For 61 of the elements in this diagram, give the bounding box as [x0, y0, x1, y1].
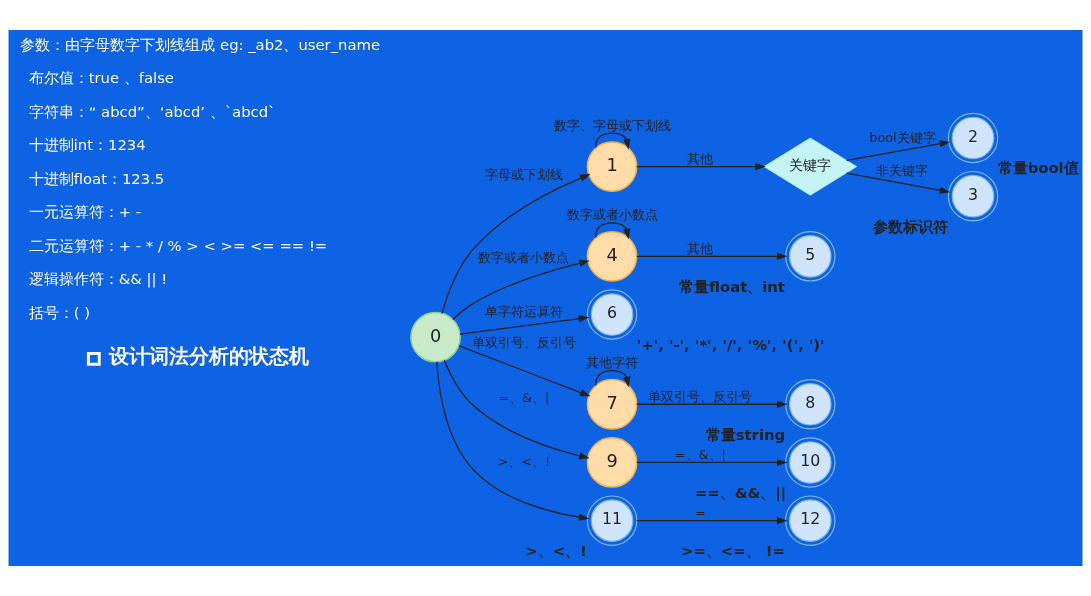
- edge-label: 单双引号、反引号: [471, 335, 576, 351]
- edge-label: 数字或者小数点: [566, 207, 658, 223]
- node-circle: 5: [785, 231, 836, 282]
- edge-label: 单字符运算符: [484, 303, 563, 319]
- edge-label: =: [694, 505, 706, 521]
- edge-label: 数字或者小数点: [478, 249, 570, 265]
- node-label: 参数标识符: [873, 217, 949, 235]
- label: 一元运算符：+ -: [28, 203, 142, 221]
- label: 布尔值：true 、false: [28, 69, 174, 87]
- label: 设计词法分析的状态机: [108, 344, 309, 368]
- label: 字符串：“ abcd”、‘abcd’ 、`abcd`: [28, 102, 276, 120]
- arrow: [595, 222, 631, 240]
- node-circle: 0: [410, 311, 461, 363]
- node-circle: 6: [586, 289, 638, 340]
- arrow: [845, 140, 951, 161]
- edge-label: 字母或下划线: [484, 166, 563, 182]
- label: 逻辑操作符：&& || !: [28, 270, 168, 288]
- edge-label: bool关键字: [869, 130, 936, 146]
- label: 二元运算符：+ - * / % > < >= <= == !=: [28, 236, 328, 254]
- edge-label: >、<、!: [497, 453, 551, 469]
- node-circle: 3: [947, 170, 999, 222]
- label: 十进制int：1234: [28, 136, 146, 154]
- arrow: [636, 400, 788, 408]
- edge-label: 其他: [687, 240, 714, 256]
- arrow: [595, 132, 631, 150]
- node-diamond: 关键字: [763, 137, 858, 196]
- node-circle: 1: [586, 141, 638, 192]
- edge-label: =、&、|: [498, 389, 550, 405]
- node-circle: 12: [785, 495, 836, 546]
- node-label: '+', '-', '*', '/', '%', '(', ')': [636, 336, 825, 354]
- node-label: 常量float、int: [679, 277, 785, 295]
- edge-label: =、&、|: [674, 446, 726, 462]
- label: 括号：( ): [28, 303, 90, 321]
- node-label: 常量string: [705, 425, 786, 443]
- arrow: [636, 516, 788, 525]
- node-label: 常量bool值: [997, 159, 1079, 177]
- arrow: [459, 315, 590, 335]
- edge-label: 其他: [687, 151, 714, 167]
- arrow: [452, 259, 590, 321]
- node-circle: 2: [947, 112, 999, 164]
- arrow: [636, 162, 766, 171]
- node-label: ==、&&、||: [694, 483, 787, 501]
- node-circle: 10: [785, 437, 836, 488]
- arrow: [845, 172, 951, 194]
- node-label: >=、<=、 !=: [681, 542, 785, 560]
- arrow: [595, 370, 631, 388]
- label: 参数：由字母数字下划线组成 eg: _ab2、user_name: [20, 35, 380, 53]
- node-label: >、<、!: [525, 542, 587, 560]
- arrow: [636, 252, 788, 260]
- arrow: [458, 345, 591, 397]
- arrow: [443, 359, 590, 460]
- arrow: [441, 174, 591, 314]
- arrow: [636, 458, 788, 467]
- node-circle: 9: [586, 437, 638, 488]
- edge-label: 单双引号、反引号: [648, 388, 753, 404]
- label: 十进制float：123.5: [28, 169, 165, 187]
- edge-label: 数字、字母或下划线: [553, 117, 671, 133]
- edge-label: 其他字符: [586, 355, 639, 371]
- arrow: [436, 361, 590, 521]
- edge-label: 非关键字: [876, 162, 929, 178]
- node-circle: 11: [586, 495, 638, 546]
